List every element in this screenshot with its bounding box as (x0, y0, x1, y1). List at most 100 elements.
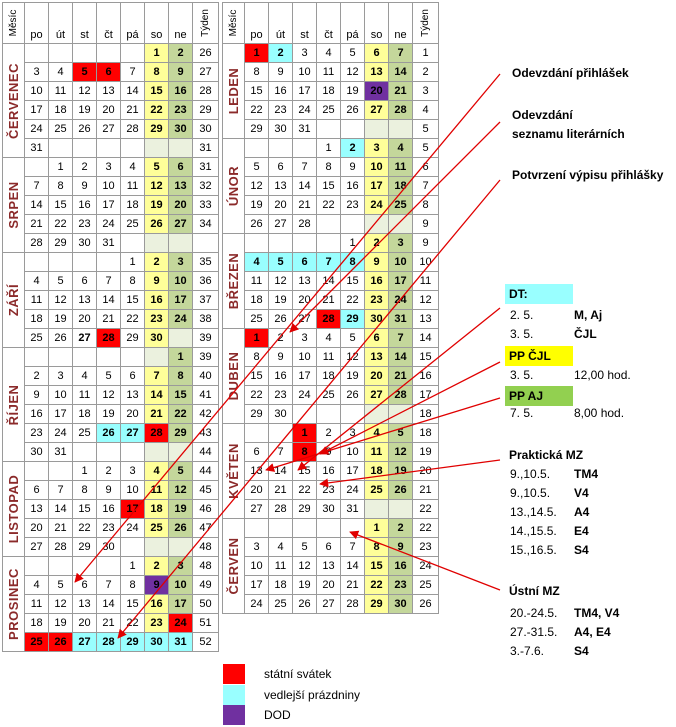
week-number: 26 (192, 43, 219, 63)
day-cell: 16 (72, 195, 97, 215)
day-cell: 23 (364, 290, 389, 310)
week-number: 12 (412, 290, 439, 310)
day-cell: 20 (316, 575, 341, 595)
day-cell: 5 (340, 328, 365, 348)
day-cell: 18 (24, 309, 49, 329)
day-cell: 9 (316, 442, 341, 462)
day-cell: 23 (72, 214, 97, 234)
day-cell: 5 (340, 43, 365, 63)
day-cell: 6 (72, 575, 97, 595)
day-cell: 2 (268, 43, 293, 63)
schedule-date: 14.,15.5. (510, 524, 557, 538)
day-cell: 15 (72, 499, 97, 519)
header-day: so (144, 2, 169, 44)
day-cell (72, 43, 97, 63)
day-cell: 3 (48, 366, 73, 386)
month-label: LISTOPAD (2, 461, 25, 557)
day-cell: 5 (268, 252, 293, 272)
day-cell: 17 (292, 81, 317, 101)
day-cell: 23 (168, 100, 193, 120)
day-cell: 1 (340, 233, 365, 253)
day-cell (268, 518, 293, 538)
month-label: LEDEN (222, 43, 245, 139)
header-day: út (48, 2, 73, 44)
day-cell: 8 (244, 347, 269, 367)
day-cell: 19 (268, 290, 293, 310)
day-cell: 11 (24, 290, 49, 310)
day-cell: 30 (364, 309, 389, 329)
day-cell: 11 (268, 556, 293, 576)
day-cell: 24 (24, 119, 49, 139)
day-cell: 18 (144, 499, 169, 519)
day-cell: 10 (292, 347, 317, 367)
day-cell: 8 (120, 575, 145, 595)
day-cell: 8 (168, 366, 193, 386)
week-number: 21 (412, 480, 439, 500)
header-day: st (72, 2, 97, 44)
day-cell: 4 (364, 423, 389, 443)
day-cell: 12 (340, 347, 365, 367)
day-cell: 22 (120, 309, 145, 329)
day-cell: 6 (24, 480, 49, 500)
day-cell: 20 (96, 100, 121, 120)
day-cell: 17 (168, 290, 193, 310)
day-cell: 26 (48, 632, 73, 652)
day-cell: 21 (388, 81, 413, 101)
day-cell: 14 (48, 499, 73, 519)
day-cell: 19 (48, 309, 73, 329)
day-cell (168, 233, 193, 253)
schedule-value: M, Aj (574, 308, 603, 322)
day-cell: 28 (144, 423, 169, 443)
day-cell: 20 (120, 404, 145, 424)
day-cell: 8 (120, 271, 145, 291)
day-cell (364, 214, 389, 234)
day-cell: 27 (120, 423, 145, 443)
day-cell: 13 (364, 347, 389, 367)
day-cell: 30 (316, 499, 341, 519)
day-cell: 5 (168, 461, 193, 481)
day-cell: 2 (364, 233, 389, 253)
day-cell: 10 (48, 385, 73, 405)
day-cell: 7 (316, 252, 341, 272)
day-cell: 3 (292, 328, 317, 348)
day-cell: 27 (364, 385, 389, 405)
day-cell: 23 (96, 518, 121, 538)
day-cell: 22 (168, 404, 193, 424)
week-number: 33 (192, 195, 219, 215)
day-cell: 16 (340, 176, 365, 196)
day-cell: 7 (268, 442, 293, 462)
day-cell: 25 (72, 423, 97, 443)
week-number: 25 (412, 575, 439, 595)
day-cell: 3 (364, 138, 389, 158)
day-cell: 23 (24, 423, 49, 443)
day-cell: 13 (316, 556, 341, 576)
day-cell: 18 (72, 404, 97, 424)
day-cell: 20 (244, 480, 269, 500)
day-cell: 2 (96, 461, 121, 481)
week-number: 37 (192, 290, 219, 310)
day-cell: 23 (144, 309, 169, 329)
day-cell: 14 (24, 195, 49, 215)
day-cell: 22 (244, 385, 269, 405)
day-cell: 19 (144, 195, 169, 215)
day-cell: 31 (292, 119, 317, 139)
header-day: po (24, 2, 49, 44)
day-cell: 26 (48, 328, 73, 348)
week-number: 7 (412, 176, 439, 196)
day-cell: 21 (340, 575, 365, 595)
week-number (192, 233, 219, 253)
day-cell: 11 (244, 271, 269, 291)
day-cell: 12 (268, 271, 293, 291)
day-cell (72, 442, 97, 462)
day-cell: 28 (120, 119, 145, 139)
day-cell: 21 (388, 366, 413, 386)
day-cell: 29 (72, 537, 97, 557)
day-cell: 31 (388, 309, 413, 329)
day-cell: 7 (388, 328, 413, 348)
day-cell: 14 (316, 271, 341, 291)
day-cell (168, 537, 193, 557)
day-cell: 13 (72, 594, 97, 614)
day-cell: 11 (120, 176, 145, 196)
day-cell: 12 (244, 176, 269, 196)
